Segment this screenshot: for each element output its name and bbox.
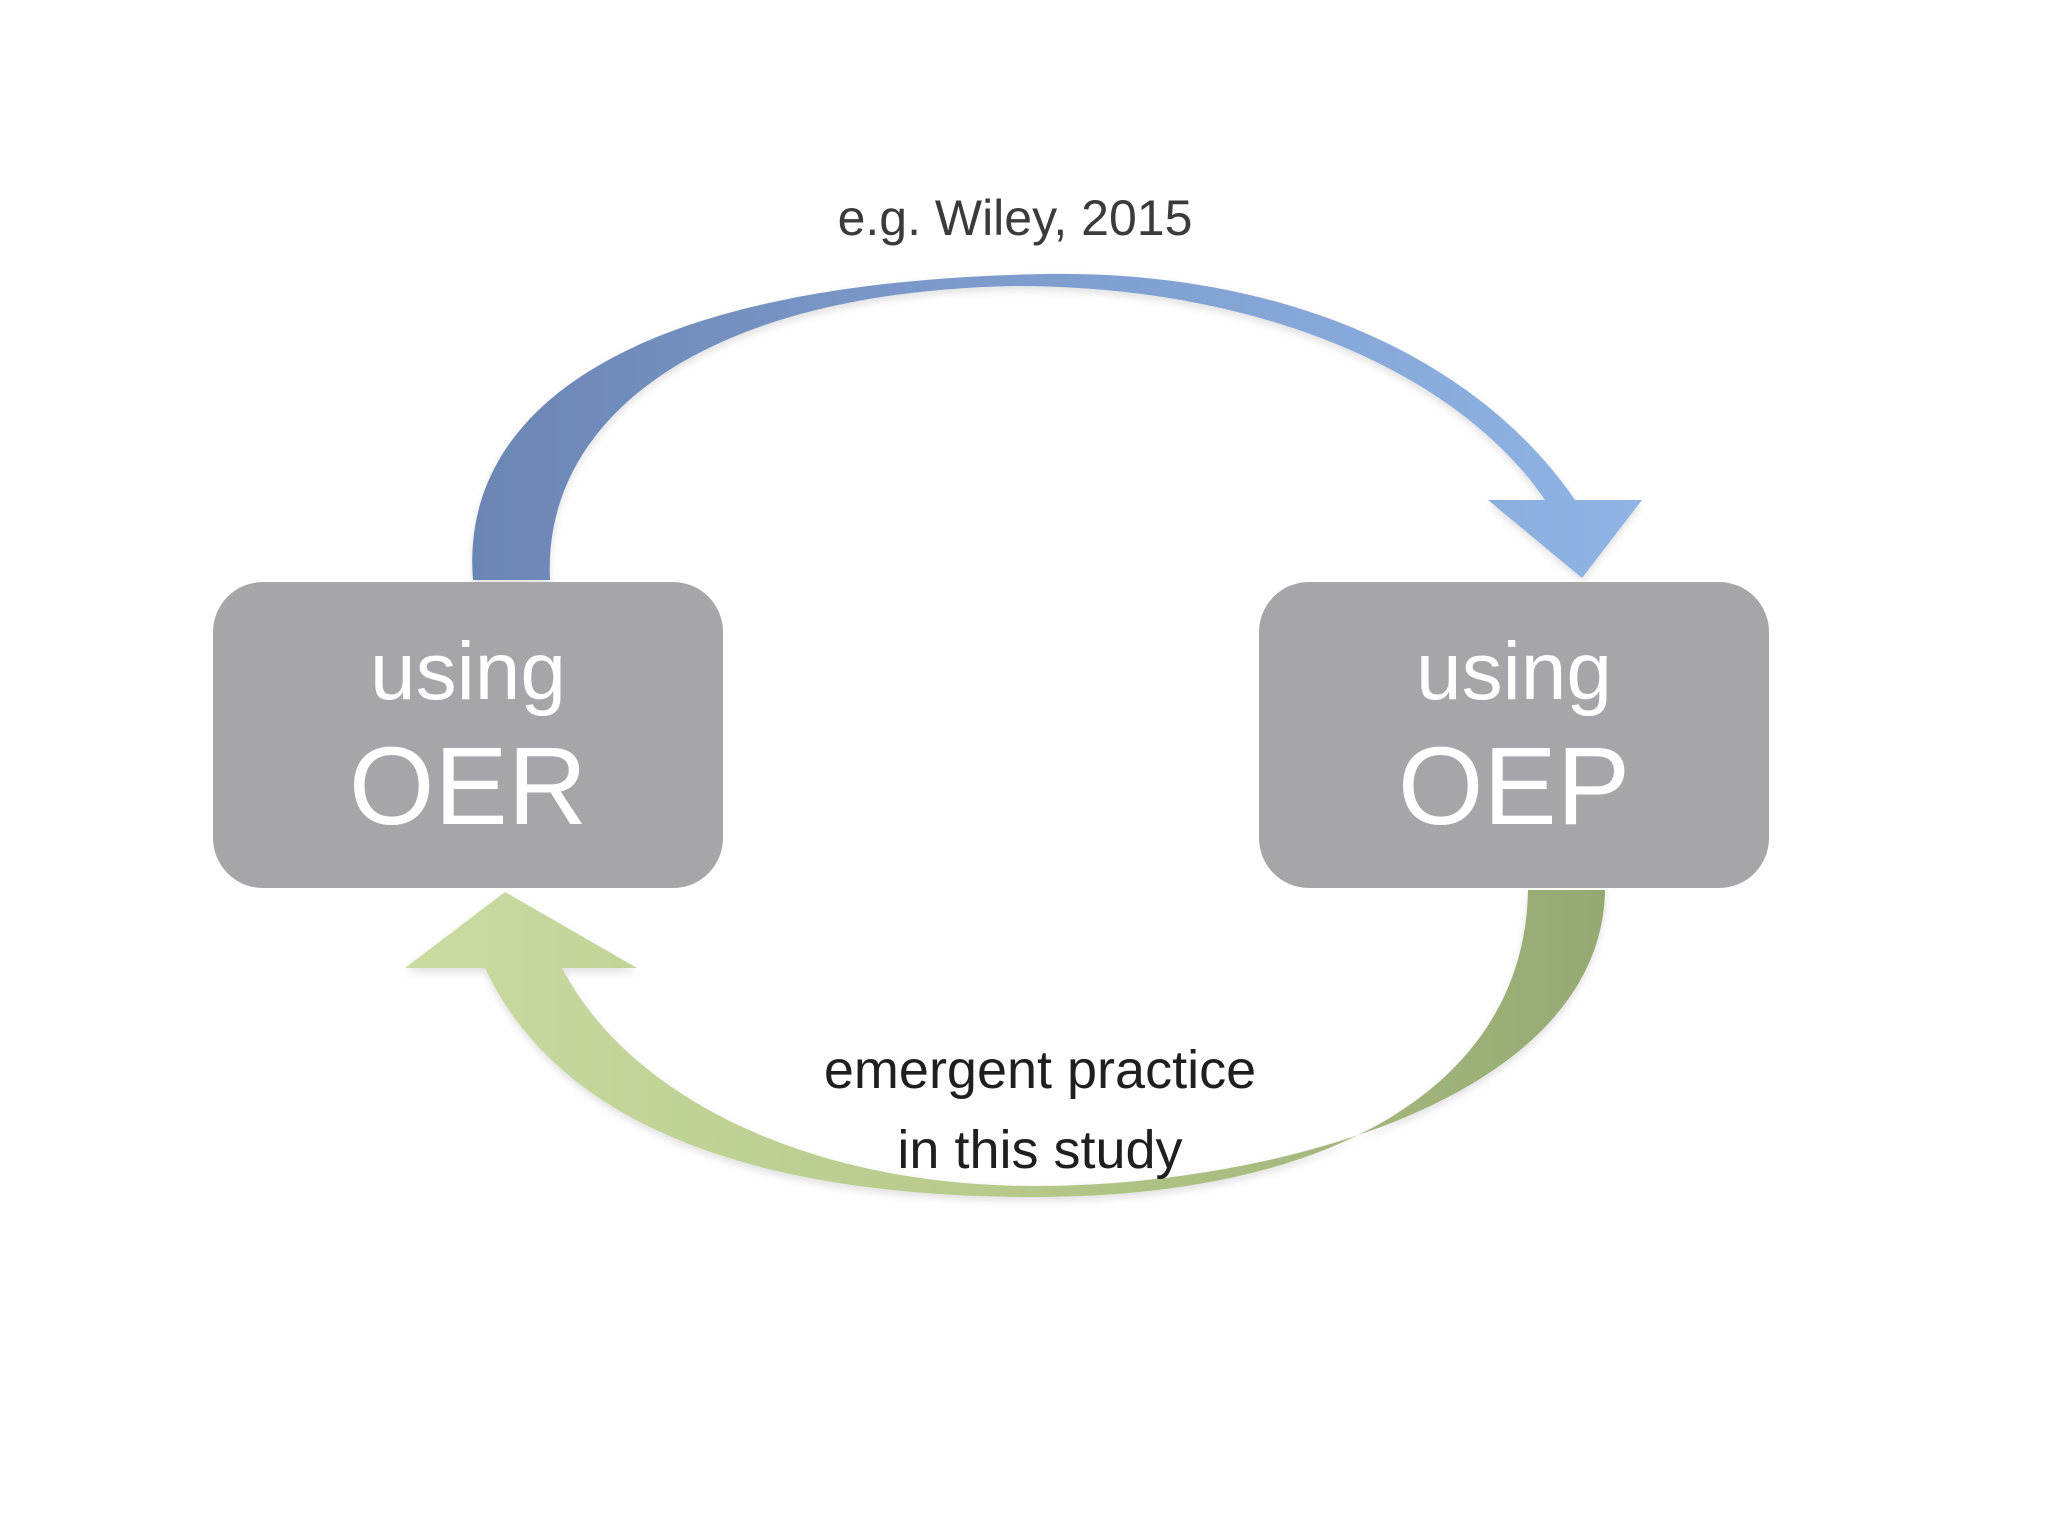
node-right-line1: using [1415, 626, 1613, 717]
node-left-line1: using [369, 626, 567, 717]
node-left-line2: OER [348, 725, 588, 848]
node-using-oep: using OEP [1259, 582, 1769, 888]
bottom-arrow [405, 890, 1605, 1197]
bottom-annotation: emergent practice in this study [760, 1030, 1320, 1190]
top-arrow [472, 273, 1642, 580]
top-annotation: e.g. Wiley, 2015 [837, 190, 1193, 246]
node-right-line2: OEP [1397, 725, 1631, 848]
node-using-oer: using OER [213, 582, 723, 888]
bottom-annotation-line1: emergent practice [823, 1040, 1257, 1100]
bottom-annotation-line2: in this study [897, 1120, 1183, 1180]
